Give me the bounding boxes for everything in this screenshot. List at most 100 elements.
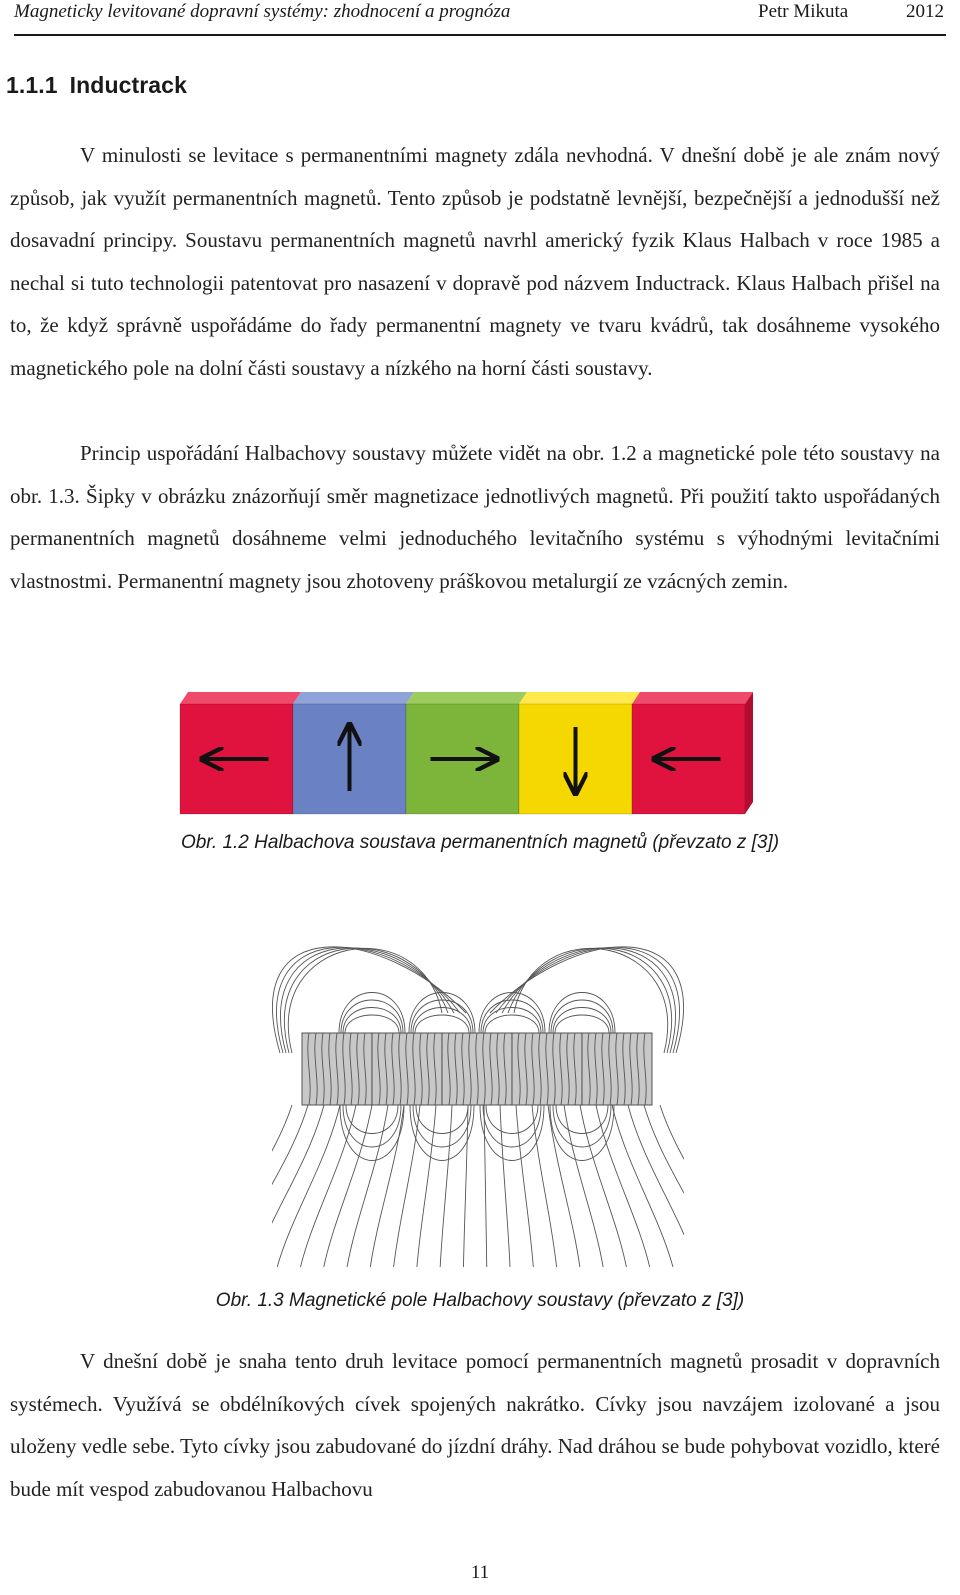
paragraph-3: V dnešní době je snaha tento druh levita… (10, 1349, 940, 1501)
upper-field-loop (480, 999, 544, 1034)
inner-field-line (447, 1032, 451, 1106)
inner-field-line (587, 1032, 591, 1106)
lower-field-loop (485, 1104, 539, 1134)
figure-1-2-caption: Obr. 1.2 Halbachova soustava permanentní… (180, 832, 780, 853)
inner-field-line (636, 1032, 640, 1106)
lower-field-line (346, 1104, 389, 1267)
inner-field-line (629, 1032, 633, 1106)
magnet-top-face (180, 692, 301, 704)
inner-field-line (545, 1032, 549, 1106)
lower-field-line (563, 1104, 604, 1267)
upper-field-loop (338, 992, 406, 1034)
magnet-top-face (406, 692, 527, 704)
halbach-field-figure (272, 915, 684, 1267)
magnet-top-face (519, 692, 640, 704)
paragraph-2: Princip uspořádání Halbachovy soustavy m… (10, 441, 940, 593)
inner-field-line (482, 1032, 486, 1106)
lower-field-line (499, 1104, 511, 1267)
lower-field-line (272, 1104, 309, 1186)
header-author: Petr Mikuta (758, 1, 849, 22)
lower-field-line (579, 1104, 627, 1267)
inner-field-line (489, 1032, 493, 1106)
magnet-top-face (293, 692, 414, 704)
inner-field-line (566, 1032, 570, 1106)
upper-field-loop (550, 999, 614, 1034)
inner-field-line (524, 1032, 528, 1106)
magnet-side-face (745, 692, 753, 814)
inner-field-line (594, 1032, 598, 1106)
lower-field-loop (412, 1104, 472, 1148)
lower-field-line (300, 1104, 357, 1267)
inner-field-line (503, 1032, 507, 1106)
page-number: 11 (470, 1562, 490, 1583)
inner-field-line (419, 1032, 423, 1106)
lower-field-loop (479, 1104, 545, 1161)
inner-field-line (391, 1032, 395, 1106)
upper-field-loop (414, 1014, 470, 1034)
lower-field-line (439, 1104, 453, 1267)
inner-field-line (608, 1032, 612, 1106)
lower-field-loop (339, 1104, 405, 1161)
upper-field-loop (484, 1014, 540, 1034)
lower-field-line (323, 1104, 373, 1267)
upper-field-loop (412, 1007, 472, 1034)
lower-field-line (659, 1104, 684, 1160)
inner-field-line (517, 1032, 521, 1106)
header-title: Magneticky levitované dopravní systémy: … (14, 1, 511, 22)
magnet-top-face (632, 692, 753, 704)
inner-field-line (454, 1032, 458, 1106)
inner-field-line (321, 1032, 325, 1106)
paragraph-1: V minulosti se levitace s permanentními … (10, 143, 940, 380)
lower-field-line (272, 1104, 325, 1224)
lower-field-line (643, 1104, 684, 1195)
upper-field-loop (552, 1007, 612, 1034)
lower-field-line (393, 1104, 421, 1267)
lower-field-line (627, 1104, 684, 1236)
lower-field-loop (345, 1104, 399, 1134)
lower-field-loop (482, 1104, 542, 1148)
inner-field-line (601, 1032, 605, 1106)
running-header: Magneticky levitované dopravní systémy: … (14, 0, 946, 36)
lower-field-loop (549, 1104, 615, 1161)
lower-field-line (531, 1104, 558, 1267)
inner-field-line (314, 1032, 318, 1106)
halbach-array-figure (179, 692, 753, 815)
outer-field-loop (489, 946, 684, 1054)
lower-field-line (276, 1104, 341, 1267)
inner-field-line (356, 1032, 360, 1106)
lower-field-loop (342, 1104, 402, 1148)
section-number: 1.1.1 (6, 72, 58, 98)
inner-field-line (643, 1032, 647, 1106)
inner-field-line (615, 1032, 619, 1106)
lower-field-line (483, 1104, 488, 1267)
lower-field-loop (552, 1104, 612, 1148)
inner-field-line (307, 1032, 311, 1106)
inner-field-line (384, 1032, 388, 1106)
inner-field-line (398, 1032, 402, 1106)
inner-field-line (538, 1032, 542, 1106)
upper-field-loop (340, 999, 404, 1034)
inner-field-line (426, 1032, 430, 1106)
figure-1-3-caption: Obr. 1.3 Magnetické pole Halbachovy sous… (215, 1290, 745, 1311)
inner-field-line (496, 1032, 500, 1106)
inner-field-line (573, 1032, 577, 1106)
upper-field-loop (344, 1014, 400, 1034)
inner-field-line (552, 1032, 556, 1106)
inner-field-line (342, 1032, 346, 1106)
inner-field-line (531, 1032, 535, 1106)
outer-field-loop (272, 946, 467, 1054)
inner-field-line (433, 1032, 437, 1106)
inner-field-line (622, 1032, 626, 1106)
lower-field-loop (555, 1104, 609, 1134)
upper-field-loop (548, 992, 616, 1034)
header-year: 2012 (906, 1, 944, 22)
inner-field-line (349, 1032, 353, 1106)
inner-field-line (468, 1032, 472, 1106)
inner-field-line (377, 1032, 381, 1106)
upper-field-loop (342, 1007, 402, 1034)
upper-field-loop (482, 1007, 542, 1034)
lower-field-line (416, 1104, 437, 1267)
inner-field-line (475, 1032, 479, 1106)
lower-field-loop (415, 1104, 469, 1134)
lower-field-line (595, 1104, 651, 1267)
